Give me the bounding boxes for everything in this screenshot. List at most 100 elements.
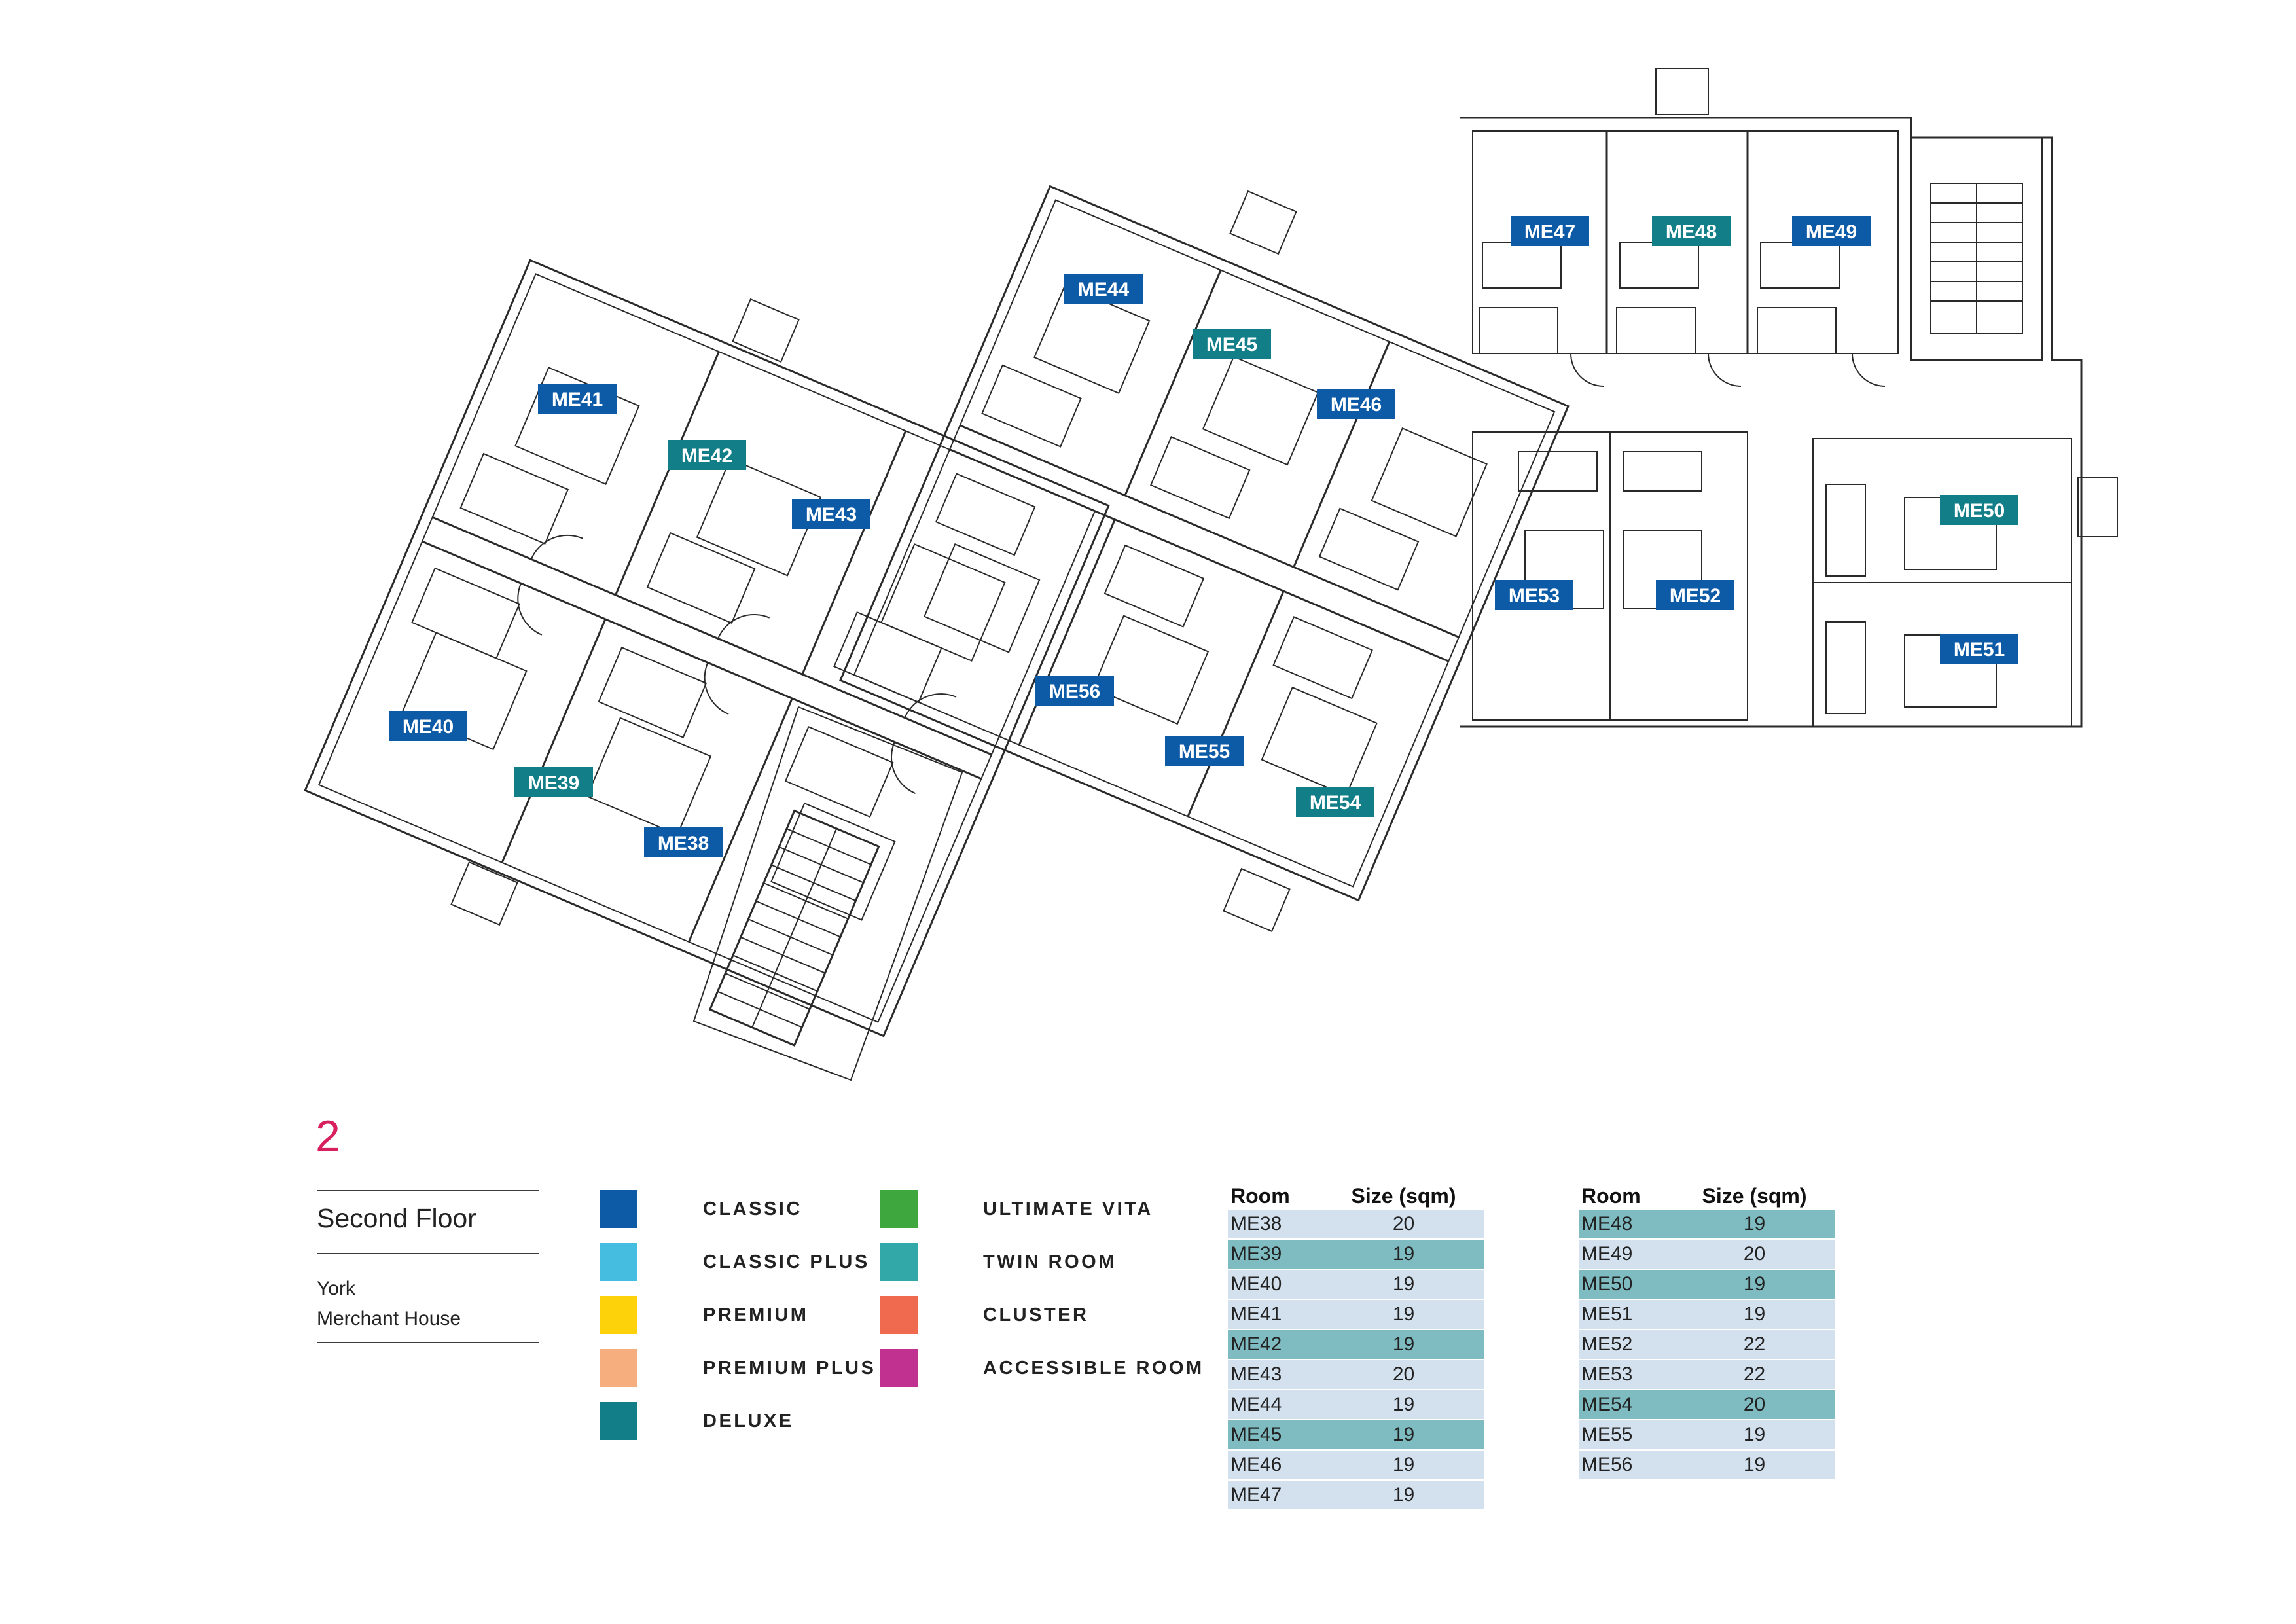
room-label-me49[interactable]: ME49: [1792, 216, 1871, 246]
column-header-size: Size (sqm): [1702, 1183, 1807, 1208]
divider-bottom: [317, 1342, 539, 1343]
room-label-me41[interactable]: ME41: [538, 384, 617, 414]
room-label-me48[interactable]: ME48: [1652, 216, 1731, 246]
room-cell: ME39: [1228, 1240, 1323, 1270]
table-header-row: Room Size (sqm): [1579, 1182, 1835, 1210]
svg-text:ME50: ME50: [1954, 500, 2005, 522]
size-cell: 20: [1323, 1210, 1484, 1240]
room-cell: ME56: [1579, 1451, 1674, 1481]
balconies: [450, 68, 2118, 933]
legend-item-cluster: CLUSTER: [880, 1296, 1204, 1334]
room-cell: ME51: [1579, 1300, 1674, 1330]
size-cell: 20: [1323, 1360, 1484, 1390]
room-label-me40[interactable]: ME40: [389, 711, 467, 741]
room-label-me43[interactable]: ME43: [792, 499, 870, 529]
swatch-classic-plus: [600, 1243, 637, 1281]
room-label-me42[interactable]: ME42: [668, 440, 746, 470]
svg-text:ME44: ME44: [1078, 279, 1130, 300]
room-cell: ME44: [1228, 1390, 1323, 1420]
size-cell: 19: [1674, 1270, 1835, 1300]
room-cell: ME42: [1228, 1330, 1323, 1360]
legend-label: PREMIUM PLUS: [703, 1357, 876, 1379]
room-label-me50[interactable]: ME50: [1940, 495, 2018, 525]
legend-item-premium-plus: PREMIUM PLUS: [600, 1349, 876, 1387]
column-header-size: Size (sqm): [1351, 1183, 1456, 1208]
swatch-classic: [600, 1190, 637, 1228]
room-cell: ME45: [1228, 1420, 1323, 1451]
swatch-accessible-room: [880, 1349, 918, 1387]
svg-text:ME39: ME39: [528, 772, 579, 794]
room-label-me51[interactable]: ME51: [1940, 634, 2018, 664]
room-cell: ME50: [1579, 1270, 1674, 1300]
svg-text:ME43: ME43: [806, 504, 857, 526]
legend-item-deluxe: DELUXE: [600, 1402, 876, 1440]
swatch-premium: [600, 1296, 637, 1334]
size-cell: 19: [1674, 1210, 1835, 1240]
room-cell: ME38: [1228, 1210, 1323, 1240]
size-cell: 19: [1323, 1330, 1484, 1360]
room-cell: ME53: [1579, 1360, 1674, 1390]
legend-item-accessible-room: ACCESSIBLE ROOM: [880, 1349, 1204, 1387]
swatch-cluster: [880, 1296, 918, 1334]
room-label-me39[interactable]: ME39: [514, 767, 593, 797]
room-cell: ME55: [1579, 1420, 1674, 1451]
floor-plan: ME41 ME42 ME43 ME44 ME45 ME46 ME47 ME48 …: [304, 68, 2118, 1081]
svg-text:ME48: ME48: [1666, 221, 1717, 243]
room-label-me46[interactable]: ME46: [1317, 389, 1395, 419]
size-cell: 19: [1323, 1451, 1484, 1481]
legend-item-twin-room: TWIN ROOM: [880, 1243, 1204, 1281]
room-label-me55[interactable]: ME55: [1165, 736, 1244, 766]
room-cell: ME49: [1579, 1240, 1674, 1270]
room-label-me54[interactable]: ME54: [1296, 787, 1374, 817]
legend-label: CLASSIC: [703, 1198, 802, 1219]
size-cell: 19: [1674, 1300, 1835, 1330]
room-cell: ME48: [1579, 1210, 1674, 1240]
size-cell: 19: [1323, 1300, 1484, 1330]
room-label-me52[interactable]: ME52: [1656, 580, 1734, 610]
room-label-me56[interactable]: ME56: [1035, 676, 1114, 706]
room-label-me44[interactable]: ME44: [1064, 274, 1143, 304]
legend-label: PREMIUM: [703, 1304, 809, 1326]
room-cell: ME41: [1228, 1300, 1323, 1330]
legend-item-premium: PREMIUM: [600, 1296, 876, 1334]
room-label-me38[interactable]: ME38: [644, 827, 723, 857]
svg-text:ME49: ME49: [1806, 221, 1857, 243]
svg-text:ME56: ME56: [1049, 681, 1100, 702]
room-label-me53[interactable]: ME53: [1495, 580, 1573, 610]
floor-name: Second Floor: [317, 1203, 476, 1233]
room-cell: ME54: [1579, 1390, 1674, 1420]
swatch-deluxe: [600, 1402, 637, 1440]
size-cell: 19: [1674, 1451, 1835, 1481]
svg-text:ME38: ME38: [658, 833, 709, 854]
legend-label: CLUSTER: [983, 1304, 1089, 1326]
legend-item-ultimate-vita: ULTIMATE VITA: [880, 1190, 1204, 1228]
room-label-me45[interactable]: ME45: [1193, 329, 1271, 359]
west-stair: [708, 809, 880, 1047]
svg-text:ME41: ME41: [552, 389, 603, 410]
svg-text:ME45: ME45: [1206, 334, 1257, 355]
room-cell: ME40: [1228, 1270, 1323, 1300]
legend-label: DELUXE: [703, 1410, 794, 1432]
legend-item-classic: CLASSIC: [600, 1190, 876, 1228]
legend-item-classic-plus: CLASSIC PLUS: [600, 1243, 876, 1281]
size-cell: 19: [1674, 1420, 1835, 1451]
room-label-me47[interactable]: ME47: [1511, 216, 1589, 246]
building-name-line2: Merchant House: [317, 1308, 461, 1329]
legend-label: ACCESSIBLE ROOM: [983, 1357, 1204, 1379]
svg-text:ME51: ME51: [1954, 639, 2005, 660]
svg-text:ME47: ME47: [1524, 221, 1575, 243]
svg-text:ME42: ME42: [681, 445, 732, 467]
legend-label: ULTIMATE VITA: [983, 1198, 1153, 1219]
svg-text:ME52: ME52: [1670, 585, 1721, 607]
